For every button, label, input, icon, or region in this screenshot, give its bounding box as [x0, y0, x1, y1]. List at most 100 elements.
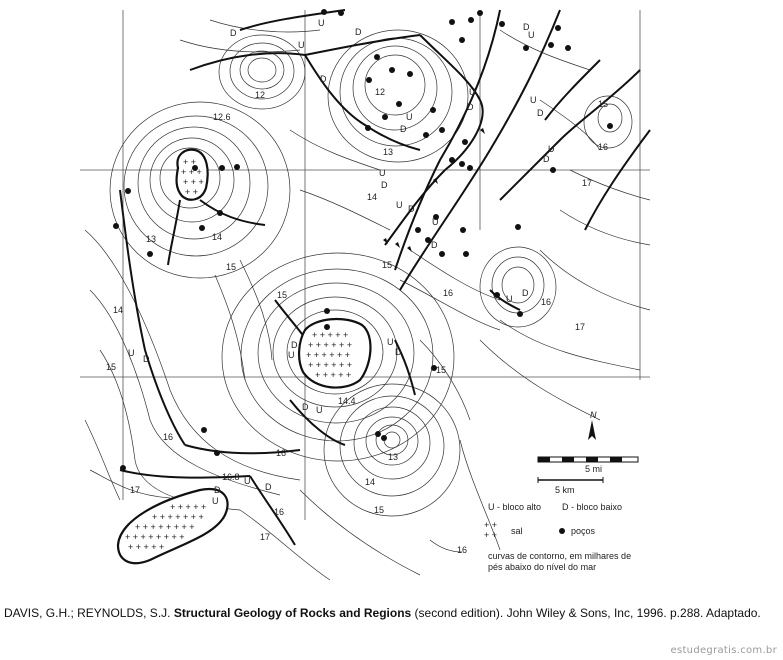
contour-label: 16: [443, 288, 453, 298]
watermark: estudegratis.com.br: [670, 645, 777, 656]
svg-text:+ + + + +: + + + + +: [128, 542, 164, 552]
north-arrow: N: [588, 410, 597, 440]
salt-pattern: + ++ + ++ + ++ + + + + + ++ + + + + ++ +…: [125, 157, 352, 552]
caption-title: Structural Geology of Rocks and Regions: [173, 606, 412, 620]
contour-label: 12: [255, 90, 265, 100]
fault-teeth: [383, 128, 485, 252]
salt-domes: [116, 148, 372, 565]
fault-mark-up: U: [379, 168, 386, 178]
fault-mark-up: U: [128, 348, 135, 358]
fault-mark-down: D: [523, 22, 530, 32]
fault-lines: [119, 9, 651, 546]
fault-mark-down: D: [291, 340, 298, 350]
caption-authors: DAVIS, G.H.; REYNOLDS, S.J.: [4, 606, 174, 620]
svg-text:+ + +: + + +: [181, 167, 202, 177]
fault-mark-down: D: [467, 102, 474, 112]
contour-label: 15: [436, 365, 446, 375]
contour-label: 15: [106, 362, 116, 372]
svg-text:+ +: + +: [484, 530, 497, 540]
fault-mark-up: U: [288, 350, 295, 360]
fault-mark-up: U: [298, 40, 305, 50]
legend-down-block: D - bloco baixo: [562, 502, 622, 512]
svg-text:+ + + + + +: + + + + + +: [308, 340, 352, 350]
fault-mark-up: U: [530, 95, 537, 105]
fault-mark-down: D: [400, 124, 407, 134]
fault-mark-up: U: [406, 112, 413, 122]
fault-mark-down: D: [522, 288, 529, 298]
contour-labels: 12 12 12.6 13 13 13 14 14 14 14 14.4 15 …: [106, 87, 608, 542]
contour-label: 14: [365, 477, 375, 487]
fault-mark-up: U: [432, 217, 439, 227]
contour-label: 15: [598, 99, 608, 109]
contour-label: 15: [277, 290, 287, 300]
contour-label: 15: [226, 262, 236, 272]
well-symbol-icon: [559, 528, 565, 534]
svg-text:+ +: + +: [185, 187, 198, 197]
north-arrow-icon: [588, 420, 596, 440]
fault-mark-down: D: [302, 402, 309, 412]
fault-marks: D U D U D U D U D U D U D U D U D D U U …: [128, 18, 555, 506]
fault-mark-down: D: [265, 482, 272, 492]
wells: [113, 9, 613, 471]
fault-mark-up: U: [548, 144, 555, 154]
fault-mark-up: U: [318, 18, 325, 28]
scale-bar: 5 mi 5 km: [537, 456, 639, 495]
contour-label: 16: [541, 297, 551, 307]
map-grid: [80, 10, 650, 520]
fault-mark-up: U: [506, 294, 513, 304]
fault-mark-down: D: [214, 485, 221, 495]
salt-dome-sw: [116, 487, 229, 565]
contour-label: 13: [388, 452, 398, 462]
caption-rest: (second edition). John Wiley & Sons, Inc…: [411, 606, 761, 620]
fault-mark-down: D: [408, 204, 415, 214]
structure-contour-map: + ++ + ++ + ++ + + + + + ++ + + + + ++ +…: [80, 9, 651, 581]
contour-label: 14: [367, 192, 377, 202]
contour-label: 16.8: [222, 472, 240, 482]
contour-label: 17: [130, 485, 140, 495]
scale-mi-label: 5 mi: [585, 464, 602, 474]
salt-symbol-icon: + +: [484, 520, 497, 530]
legend-salt: sal: [511, 526, 523, 536]
legend-up-block: U - bloco alto: [488, 502, 541, 512]
fault-mark-up: U: [316, 405, 323, 415]
svg-text:+ + + + + + +: + + + + + + +: [152, 512, 204, 522]
fault-mark-down: D: [230, 28, 237, 38]
contour-label: 13: [146, 234, 156, 244]
contour-label: 12.6: [213, 112, 231, 122]
fault-mark-up: U: [469, 87, 476, 97]
fault-mark-down: D: [355, 27, 362, 37]
fault-mark-up: U: [396, 200, 403, 210]
legend-wells: poços: [571, 526, 596, 536]
fault-mark-up: U: [212, 496, 219, 506]
fault-mark-up: U: [244, 476, 251, 486]
contour-symbol-icon: [429, 539, 463, 553]
contour-label: 17: [575, 322, 585, 332]
svg-text:+ + + + +: + + + + +: [312, 330, 348, 340]
contour-label: 16: [598, 142, 608, 152]
fault-mark-up: U: [387, 337, 394, 347]
svg-text:+ + + + +: + + + + +: [315, 370, 351, 380]
fault-mark-down: D: [381, 180, 388, 190]
contour-label: 17: [582, 178, 592, 188]
contour-label: 14.4: [338, 396, 356, 406]
legend-contour-line1: curvas de contorno, em milhares de: [488, 551, 631, 561]
contour-label: 16: [274, 507, 284, 517]
contour-label: 12: [375, 87, 385, 97]
contour-label: 16: [163, 432, 173, 442]
contour-label: 14: [212, 232, 222, 242]
legend-contour-line2: pés abaixo do nível do mar: [488, 562, 596, 572]
contour-label: 14: [113, 305, 123, 315]
fault-mark-down: D: [395, 347, 402, 357]
fault-mark-down: D: [543, 154, 550, 164]
contour-label: 15: [382, 260, 392, 270]
legend: U - bloco alto D - bloco baixo + + + + s…: [429, 502, 631, 572]
contour-label: 17: [260, 532, 270, 542]
contour-label: 15: [374, 505, 384, 515]
svg-text:+ + + + + +: + + + + + +: [306, 350, 350, 360]
salt-dome-nw: [175, 148, 209, 201]
svg-text:+ + + + + +: + + + + + +: [308, 360, 352, 370]
contour-lines: [84, 19, 651, 581]
svg-text:+ + +: + + +: [183, 177, 204, 187]
svg-text:+ + + + + + + +: + + + + + + + +: [125, 532, 185, 542]
legend-contour-value: 16: [457, 545, 467, 555]
